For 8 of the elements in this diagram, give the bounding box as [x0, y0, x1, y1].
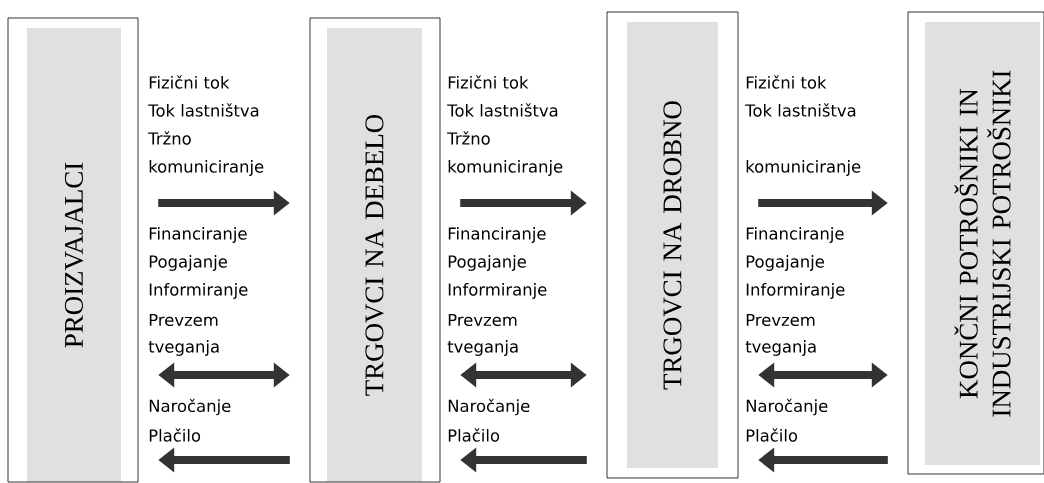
flow-label: komuniciranje: [149, 160, 264, 176]
column-box: TRGOVCI NA DROBNO: [606, 11, 739, 479]
flow-label: komuniciranje: [448, 160, 563, 176]
column-box: TRGOVCI NA DEBELO: [309, 17, 441, 483]
flow-label: Tok lastništva: [447, 103, 558, 117]
flow-label: komuniciranje: [746, 160, 861, 176]
column-box: KONČNI POTROŠNIKI IN INDUSTRIJSKI POTROŠNIKI: [907, 11, 1044, 475]
column-box: PROIZVAJALCI: [7, 17, 139, 483]
